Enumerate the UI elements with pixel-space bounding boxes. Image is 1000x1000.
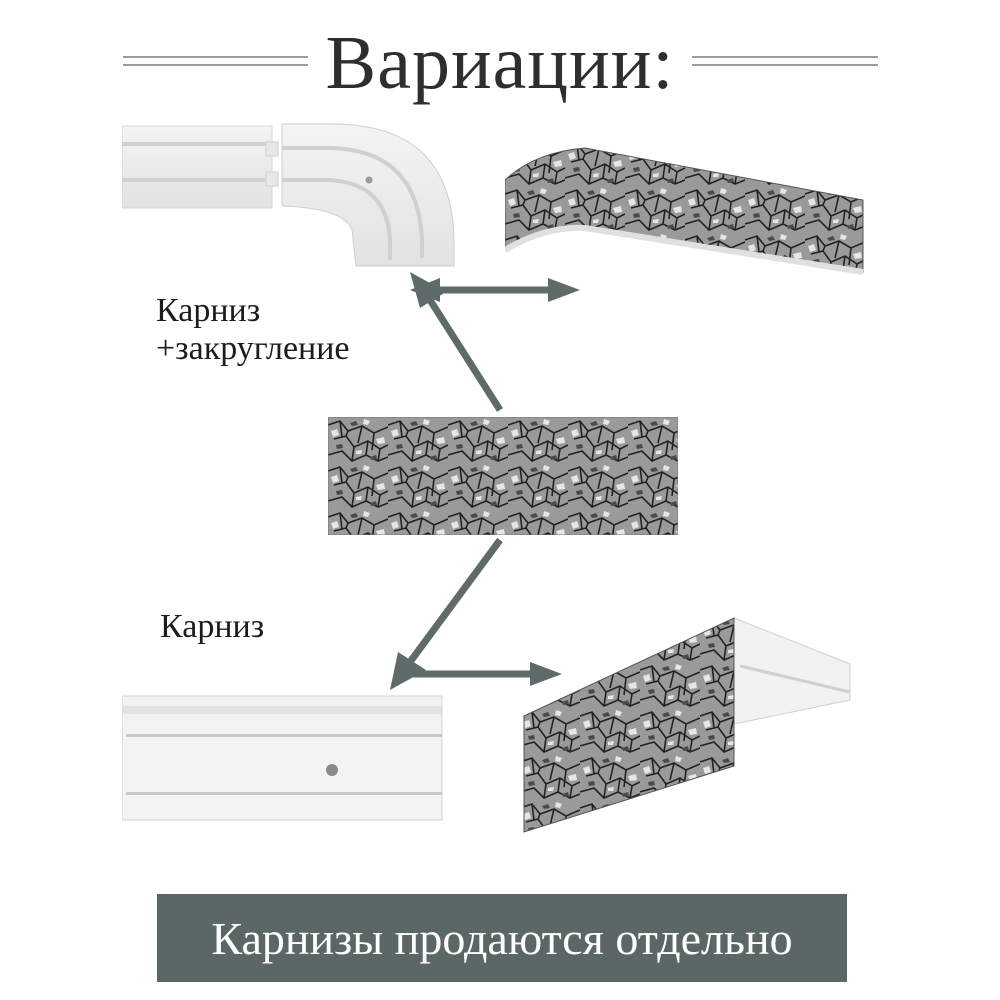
page-title: Вариации: bbox=[0, 20, 1000, 107]
footer-text: Карнизы продаются отдельно bbox=[211, 912, 793, 964]
textured-cornice-image bbox=[523, 617, 851, 833]
arrow-down-diagonal-head bbox=[390, 652, 426, 690]
cornice-with-rounding-image bbox=[122, 123, 455, 267]
stone-texture-swatch bbox=[328, 417, 678, 535]
title-rules-left bbox=[123, 54, 313, 68]
cornice-label-line1: Карниз bbox=[156, 292, 261, 329]
arrow-top-left-head bbox=[410, 278, 440, 302]
cornice-rail-image bbox=[122, 695, 443, 821]
arrow-down-diagonal bbox=[407, 537, 503, 665]
title-rules-right bbox=[690, 54, 878, 68]
rounding-label-line2: +закругление bbox=[156, 330, 350, 367]
cornice-rounding-label: Карниз +закругление bbox=[156, 292, 350, 368]
rounded-textured-cornice-image bbox=[505, 147, 864, 275]
arrow-up-diagonal bbox=[427, 298, 503, 412]
arrow-bottom-right-head bbox=[530, 662, 562, 686]
arrow-top-right-head bbox=[548, 278, 580, 302]
cornice-label: Карниз bbox=[160, 608, 265, 645]
footer-banner: Карнизы продаются отдельно bbox=[157, 894, 847, 982]
